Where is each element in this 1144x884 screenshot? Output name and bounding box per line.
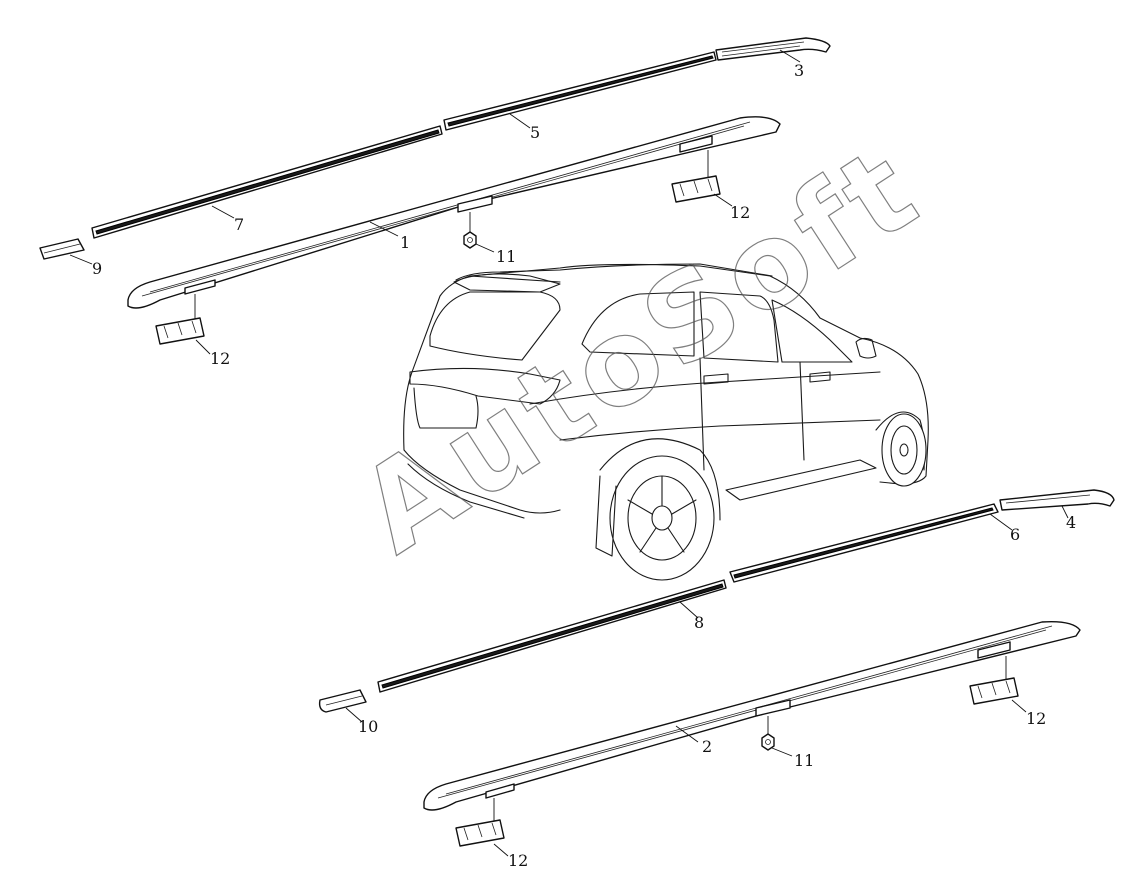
- callout-9: 9: [92, 259, 102, 278]
- callout-12-upper-right: 12: [730, 203, 750, 222]
- callout-6: 6: [1010, 525, 1020, 544]
- part-7-front-cover-strip: [91, 125, 443, 239]
- part-4-rear-end-cap: [999, 489, 1115, 511]
- part-9-front-end-cap: [39, 238, 85, 260]
- part-5-center-cover-strip: [443, 51, 717, 131]
- part-12-clip-lower-right: [969, 656, 1019, 705]
- callout-numbers: 3 5 7 9 1 11 12 12 4 6 8 10 2 11 12 12: [92, 61, 1076, 870]
- part-1-left-roof-rail: [127, 116, 781, 309]
- suv-vehicle-illustration: [403, 263, 929, 581]
- callout-11-upper: 11: [496, 247, 516, 266]
- callout-5: 5: [530, 123, 540, 142]
- callout-11-lower: 11: [794, 751, 814, 770]
- part-12-clip-lower-left: [455, 798, 505, 847]
- callout-10: 10: [358, 717, 378, 736]
- callout-12-lower-left: 12: [508, 851, 528, 870]
- callout-12-lower-right: 12: [1026, 709, 1046, 728]
- part-6-center-cover-strip: [729, 503, 999, 583]
- callout-1: 1: [400, 233, 410, 252]
- callout-7: 7: [234, 215, 244, 234]
- callout-leaders: [69, 49, 1069, 857]
- callout-12-upper-left: 12: [210, 349, 230, 368]
- part-11-nut-upper: [463, 212, 477, 249]
- part-11-nut-lower: [761, 716, 775, 751]
- callout-8: 8: [694, 613, 704, 632]
- callout-4: 4: [1066, 513, 1076, 532]
- part-3-rear-end-cap: [715, 37, 831, 61]
- part-8-front-cover-strip: [377, 579, 727, 693]
- callout-3: 3: [794, 61, 804, 80]
- part-12-clip-upper-left: [155, 294, 205, 345]
- callout-2: 2: [702, 737, 712, 756]
- part-12-clip-upper-right: [671, 150, 721, 203]
- part-2-right-roof-rail: [423, 620, 1081, 811]
- part-10-front-end-cap: [318, 689, 367, 713]
